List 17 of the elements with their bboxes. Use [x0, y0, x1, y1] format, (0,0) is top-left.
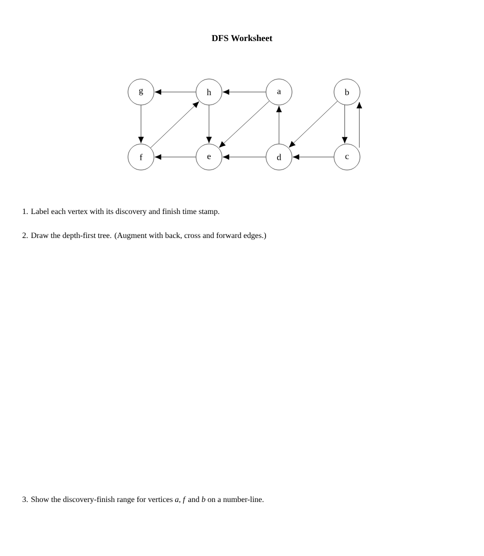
- arrow: [288, 100, 338, 148]
- arrow: [276, 106, 282, 144]
- instruction-text: 1. Label each vertex with its discovery and finish time stamp.: [22, 208, 220, 216]
- arrow: [150, 101, 200, 148]
- arrow: [219, 100, 270, 148]
- arrow: [138, 105, 144, 144]
- arrow: [222, 154, 266, 160]
- arrow: [356, 102, 362, 148]
- instruction-text: 2. Draw the depth-first tree. (Augment with back, cross and forward edges.): [22, 232, 266, 240]
- instruction-text: 3. Show the discovery-finish range for vertices a, f and b on a number-line.: [22, 496, 264, 504]
- arrow: [206, 105, 212, 144]
- title: DFS Worksheet: [212, 34, 272, 42]
- arrow: [342, 104, 348, 144]
- arrow: [154, 89, 196, 95]
- arrow: [222, 89, 266, 95]
- arrow: [154, 154, 196, 160]
- arrow: [292, 154, 334, 160]
